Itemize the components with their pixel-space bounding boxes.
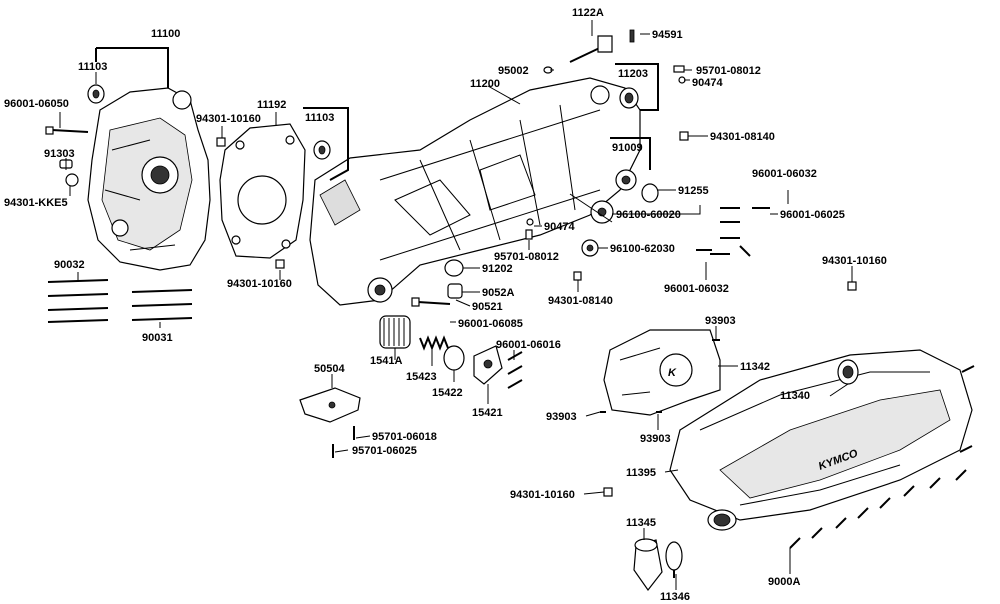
- label-15422: 15422: [432, 387, 463, 399]
- label-91303: 91303: [44, 148, 75, 160]
- filter-1541a: [379, 315, 411, 349]
- label-90031: 90031: [142, 332, 173, 344]
- cap-11340: [837, 359, 859, 385]
- label-94301-10160-c: 94301-10160: [822, 255, 887, 267]
- label-11346: 11346: [660, 591, 690, 603]
- part-labels: 11100 11103 96001-06050 91303 94301-KKE5…: [4, 7, 887, 603]
- bolts-96001-06032-upper: [710, 207, 751, 257]
- bearing-96100-60020: [590, 200, 614, 224]
- label-11340: 11340: [780, 390, 810, 402]
- bushing-11103-left: [87, 84, 105, 104]
- label-96001-06085: 96001-06085: [458, 318, 523, 330]
- label-94591: 94591: [652, 29, 683, 41]
- label-9052a: 9052A: [482, 287, 514, 299]
- pin-94301-08140-b: [573, 271, 582, 281]
- pin-94301-10160-b: [275, 259, 285, 269]
- label-90032: 90032: [54, 259, 85, 271]
- shaft-1122a: [569, 35, 613, 63]
- label-91202: 91202: [482, 263, 513, 275]
- gasket-11192-drawing: [219, 123, 306, 259]
- pin-94301-10160-d: [603, 487, 613, 497]
- left-crankcase-drawing: [309, 77, 641, 306]
- pin-94591: [629, 29, 635, 43]
- label-11100: 11100: [151, 28, 180, 40]
- pin-94301-10160-c: [847, 281, 857, 291]
- outer-cover-11395: KYMCO: [669, 349, 973, 531]
- label-95002: 95002: [498, 65, 529, 77]
- label-96001-06032-a: 96001-06032: [752, 168, 817, 180]
- label-15423: 15423: [406, 371, 437, 383]
- label-11192: 11192: [257, 99, 286, 111]
- duct-11345: [633, 538, 663, 592]
- label-96001-06032-b: 96001-06032: [664, 283, 729, 295]
- studs-90031: [131, 289, 193, 321]
- leader-lines: [59, 20, 853, 590]
- label-94301-10160-a: 94301-10160: [196, 113, 261, 125]
- bearing-96100-62030: [581, 239, 599, 257]
- label-96100-62030: 96100-62030: [610, 243, 675, 255]
- label-93903-c: 93903: [640, 433, 671, 445]
- label-11103-left: 11103: [78, 61, 107, 73]
- label-1122a: 1122A: [572, 7, 604, 19]
- label-15421: 15421: [472, 407, 503, 419]
- label-95701-08012-a: 95701-08012: [696, 65, 761, 77]
- pin-94301-08140-a: [679, 131, 689, 141]
- label-1541a: 1541A: [370, 355, 402, 367]
- bushing-11103-center: [313, 140, 331, 160]
- label-11345: 11345: [626, 517, 656, 529]
- cap-15421: [473, 345, 503, 385]
- cover-logo-k: K: [668, 367, 677, 379]
- label-93903-a: 93903: [705, 315, 736, 327]
- label-95701-06018: 95701-06018: [372, 431, 437, 443]
- label-91009: 91009: [612, 142, 643, 154]
- studs-90032: [47, 279, 109, 323]
- pin-90474-b: [526, 218, 534, 226]
- label-94301-08140-b: 94301-08140: [548, 295, 613, 307]
- bolts-96001-06016: [507, 351, 523, 389]
- label-94301-kke5: 94301-KKE5: [4, 197, 68, 209]
- clamp-11346: [665, 541, 683, 578]
- seal-91255: [641, 183, 659, 203]
- label-11395: 11395: [626, 467, 656, 479]
- label-9000a: 9000A: [768, 576, 800, 588]
- label-90521: 90521: [472, 301, 503, 313]
- label-96001-06050: 96001-06050: [4, 98, 69, 110]
- pin-94301-10160-a: [216, 137, 226, 147]
- seal-91202: [444, 259, 464, 277]
- label-95701-06025: 95701-06025: [352, 445, 417, 457]
- right-crankcase-drawing: [87, 87, 211, 271]
- label-95701-08012-b: 95701-08012: [494, 251, 559, 263]
- label-94301-10160-b: 94301-10160: [227, 278, 292, 290]
- spring-15423: [419, 335, 449, 351]
- pin-94301-kke5: [65, 173, 79, 187]
- bolt-95701-08012-a: [673, 65, 685, 73]
- label-90474-b: 90474: [544, 221, 575, 233]
- label-11342: 11342: [740, 361, 770, 373]
- label-90474-a: 90474: [692, 77, 723, 89]
- o-ring-15422: [443, 345, 465, 371]
- bearing-11203: [619, 87, 639, 109]
- label-93903-b: 93903: [546, 411, 577, 423]
- bearing-91009: [615, 169, 637, 191]
- bolt-95701-08012-b: [525, 229, 533, 240]
- bracket-50504: [299, 387, 361, 423]
- label-91255: 91255: [678, 185, 709, 197]
- label-50504: 50504: [314, 363, 345, 375]
- label-96100-60020: 96100-60020: [616, 209, 681, 221]
- label-94301-10160-d: 94301-10160: [510, 489, 575, 501]
- inner-cover-11342: K: [603, 329, 721, 416]
- bolt-96001-06050: [45, 126, 89, 135]
- label-94301-08140-a: 94301-08140: [710, 131, 775, 143]
- label-11103-center: 11103: [305, 112, 334, 124]
- plug-9052a: [447, 283, 463, 299]
- label-96001-06025: 96001-06025: [780, 209, 845, 221]
- label-11203: 11203: [618, 68, 648, 80]
- bolt-96001-06085: [411, 297, 451, 307]
- label-96001-06016: 96001-06016: [496, 339, 561, 351]
- bolts-9000a: [789, 365, 975, 549]
- label-11200: 11200: [470, 78, 500, 90]
